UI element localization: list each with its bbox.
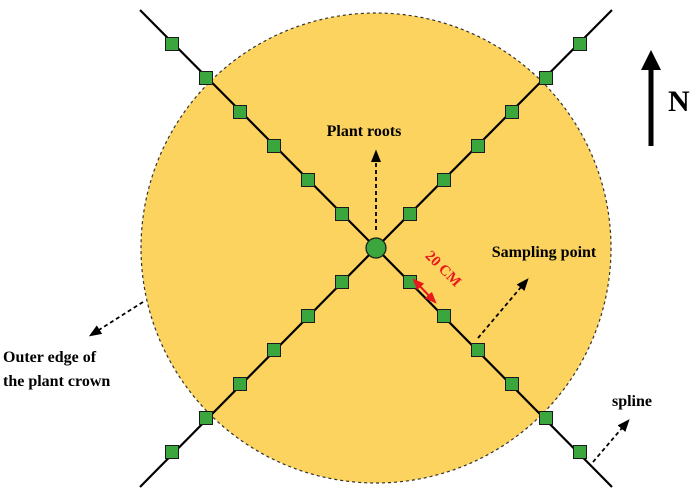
sampling-point-ne-5 [539, 71, 553, 85]
sampling-points [165, 37, 587, 459]
sampling-point-sw-6 [165, 445, 179, 459]
sampling-point-nw-2 [301, 173, 315, 187]
distance-arrow [412, 278, 437, 304]
sampling-point-label: Sampling point [492, 244, 597, 261]
sampling-point-se-5 [539, 411, 553, 425]
north-arrow-icon [641, 50, 661, 146]
outer-edge-label-line1: Outer edge of [3, 349, 97, 366]
spline-arrow [592, 419, 630, 463]
sampling-point-sw-1 [335, 275, 349, 289]
sampling-point-se-6 [573, 445, 587, 459]
sampling-point-arrow [477, 278, 529, 339]
spline-label: spline [612, 393, 652, 410]
sampling-point-nw-1 [335, 207, 349, 221]
sampling-point-ne-3 [471, 139, 485, 153]
sampling-point-ne-2 [437, 173, 451, 187]
sampling-point-nw-3 [267, 139, 281, 153]
sampling-point-nw-6 [165, 37, 179, 51]
north-label: N [668, 85, 690, 118]
sampling-point-nw-5 [199, 71, 213, 85]
sampling-point-sw-2 [301, 309, 315, 323]
outer-edge-arrow [88, 301, 144, 337]
sampling-point-se-3 [471, 343, 485, 357]
sampling-point-ne-4 [505, 105, 519, 119]
sampling-point-sw-4 [233, 377, 247, 391]
sampling-point-sw-3 [267, 343, 281, 357]
sampling-point-nw-4 [233, 105, 247, 119]
sampling-point-sw-5 [199, 411, 213, 425]
outer-edge-label-line2: the plant crown [3, 373, 110, 390]
plant-roots-marker [365, 237, 387, 259]
sampling-point-ne-1 [403, 207, 417, 221]
plant-roots-label: Plant roots [327, 123, 402, 140]
sampling-point-ne-6 [573, 37, 587, 51]
sampling-point-se-4 [505, 377, 519, 391]
sampling-point-se-2 [437, 309, 451, 323]
annotation-arrows [88, 149, 630, 463]
